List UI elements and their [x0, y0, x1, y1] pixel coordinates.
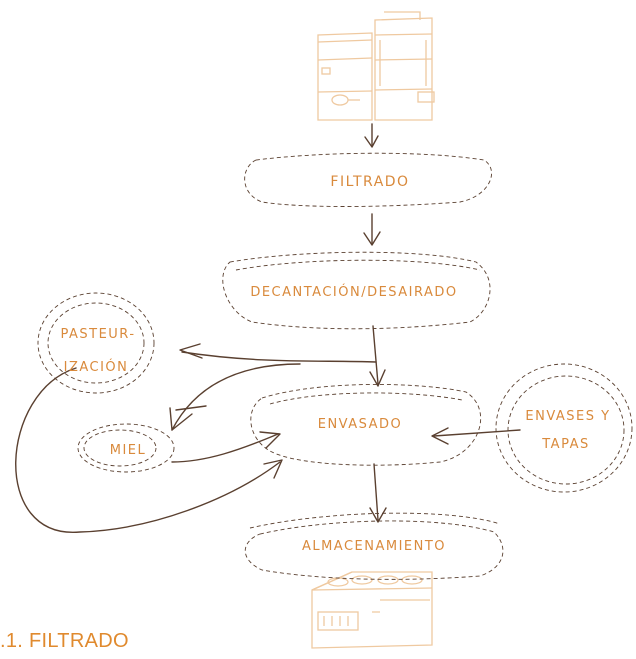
arrow-to-pasteurizacion — [181, 351, 377, 363]
arrow-miel-to-envasado — [171, 433, 279, 463]
label-pasteurizacion-1: PASTEUR- — [60, 327, 135, 342]
arrow-envasado-to-almacenamiento — [373, 463, 379, 521]
label-envasado: ENVASADO — [318, 417, 403, 432]
tanks-illustration — [317, 11, 435, 121]
outline-pasteurizacion — [37, 292, 155, 394]
label-decantacion: DECANTACIÓN/DESAIRADO — [250, 284, 457, 300]
arrow-envases-to-envasado — [433, 429, 521, 437]
section-heading: .1. FILTRADO — [0, 630, 129, 652]
label-almacenamiento: ALMACENAMIENTO — [302, 539, 446, 554]
node-outlines — [37, 152, 633, 580]
label-miel: MIEL — [110, 443, 147, 458]
arrow-pasteurizacion-loop — [15, 367, 281, 533]
label-pasteurizacion-2: IZACIÓN — [64, 359, 129, 375]
outline-envases — [495, 363, 633, 493]
connectors — [15, 123, 521, 533]
outline-miel — [77, 423, 175, 473]
arrow-to-miel — [171, 363, 301, 431]
outline-filtrado — [244, 152, 493, 207]
label-envases-1: ENVASES Y — [525, 409, 610, 424]
label-filtrado: FILTRADO — [330, 174, 409, 190]
outline-decantacion — [222, 251, 491, 330]
outline-envasado — [250, 383, 482, 466]
arrow-decantacion-to-envasado — [372, 325, 379, 385]
outline-almacenamiento — [244, 520, 504, 580]
crate-illustration — [311, 571, 433, 649]
label-envases-2: TAPAS — [541, 437, 589, 452]
